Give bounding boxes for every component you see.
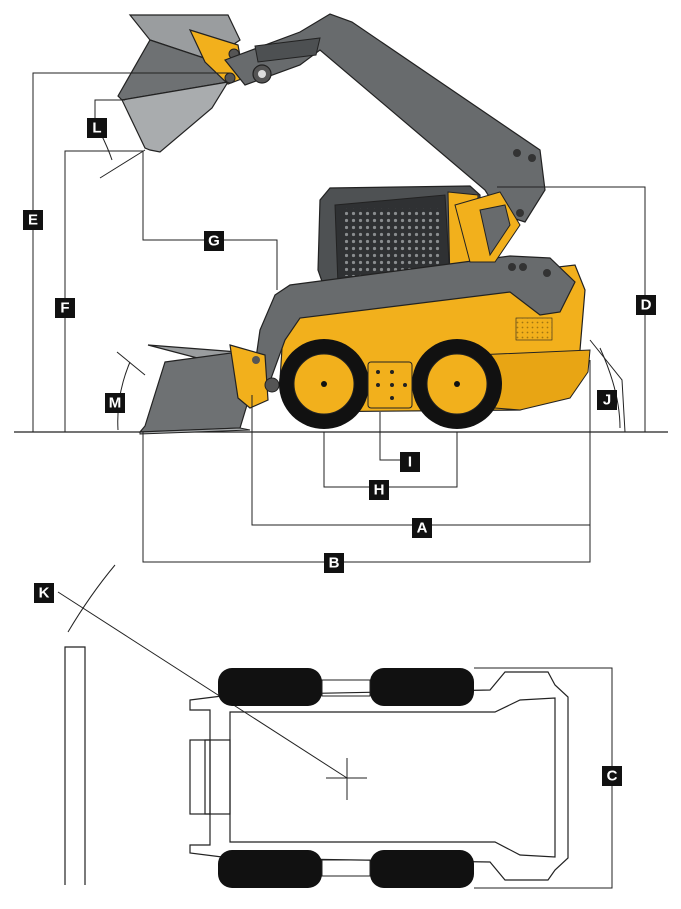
svg-text:A: A	[417, 520, 428, 537]
front-wheel	[279, 339, 369, 429]
rear-wheel	[412, 339, 502, 429]
lowered-bucket	[138, 344, 280, 435]
side-view	[14, 13, 668, 563]
svg-text:D: D	[641, 297, 652, 314]
svg-text:G: G	[208, 233, 220, 250]
top-tire-front-right	[218, 850, 322, 888]
svg-text:E: E	[28, 212, 38, 229]
svg-text:J: J	[603, 392, 611, 409]
svg-text:L: L	[92, 120, 101, 137]
label-L: L	[87, 118, 107, 138]
lowered-lift-arm	[249, 191, 576, 401]
svg-text:C: C	[607, 768, 618, 785]
cab	[317, 185, 481, 291]
label-G: G	[204, 231, 224, 251]
label-K: K	[34, 583, 54, 603]
svg-text:M: M	[109, 395, 122, 412]
label-M: M	[105, 393, 125, 413]
svg-text:F: F	[60, 300, 69, 317]
label-A: A	[412, 518, 432, 538]
label-D: D	[636, 295, 656, 315]
axle-plate	[367, 361, 413, 409]
label-C: C	[602, 766, 622, 786]
top-tire-rear-left	[370, 668, 474, 706]
label-B: B	[324, 553, 344, 573]
top-view	[57, 564, 613, 889]
label-I: I	[400, 452, 420, 472]
label-F: F	[55, 298, 75, 318]
label-J: J	[597, 390, 617, 410]
label-E: E	[23, 210, 43, 230]
svg-text:B: B	[329, 555, 340, 572]
raised-bucket	[117, 14, 245, 153]
svg-text:K: K	[39, 585, 50, 602]
svg-text:I: I	[408, 454, 412, 471]
lift-arm	[224, 13, 546, 223]
svg-text:H: H	[374, 482, 385, 499]
top-tire-front-left	[218, 668, 322, 706]
label-H: H	[369, 480, 389, 500]
top-tire-rear-right	[370, 850, 474, 888]
